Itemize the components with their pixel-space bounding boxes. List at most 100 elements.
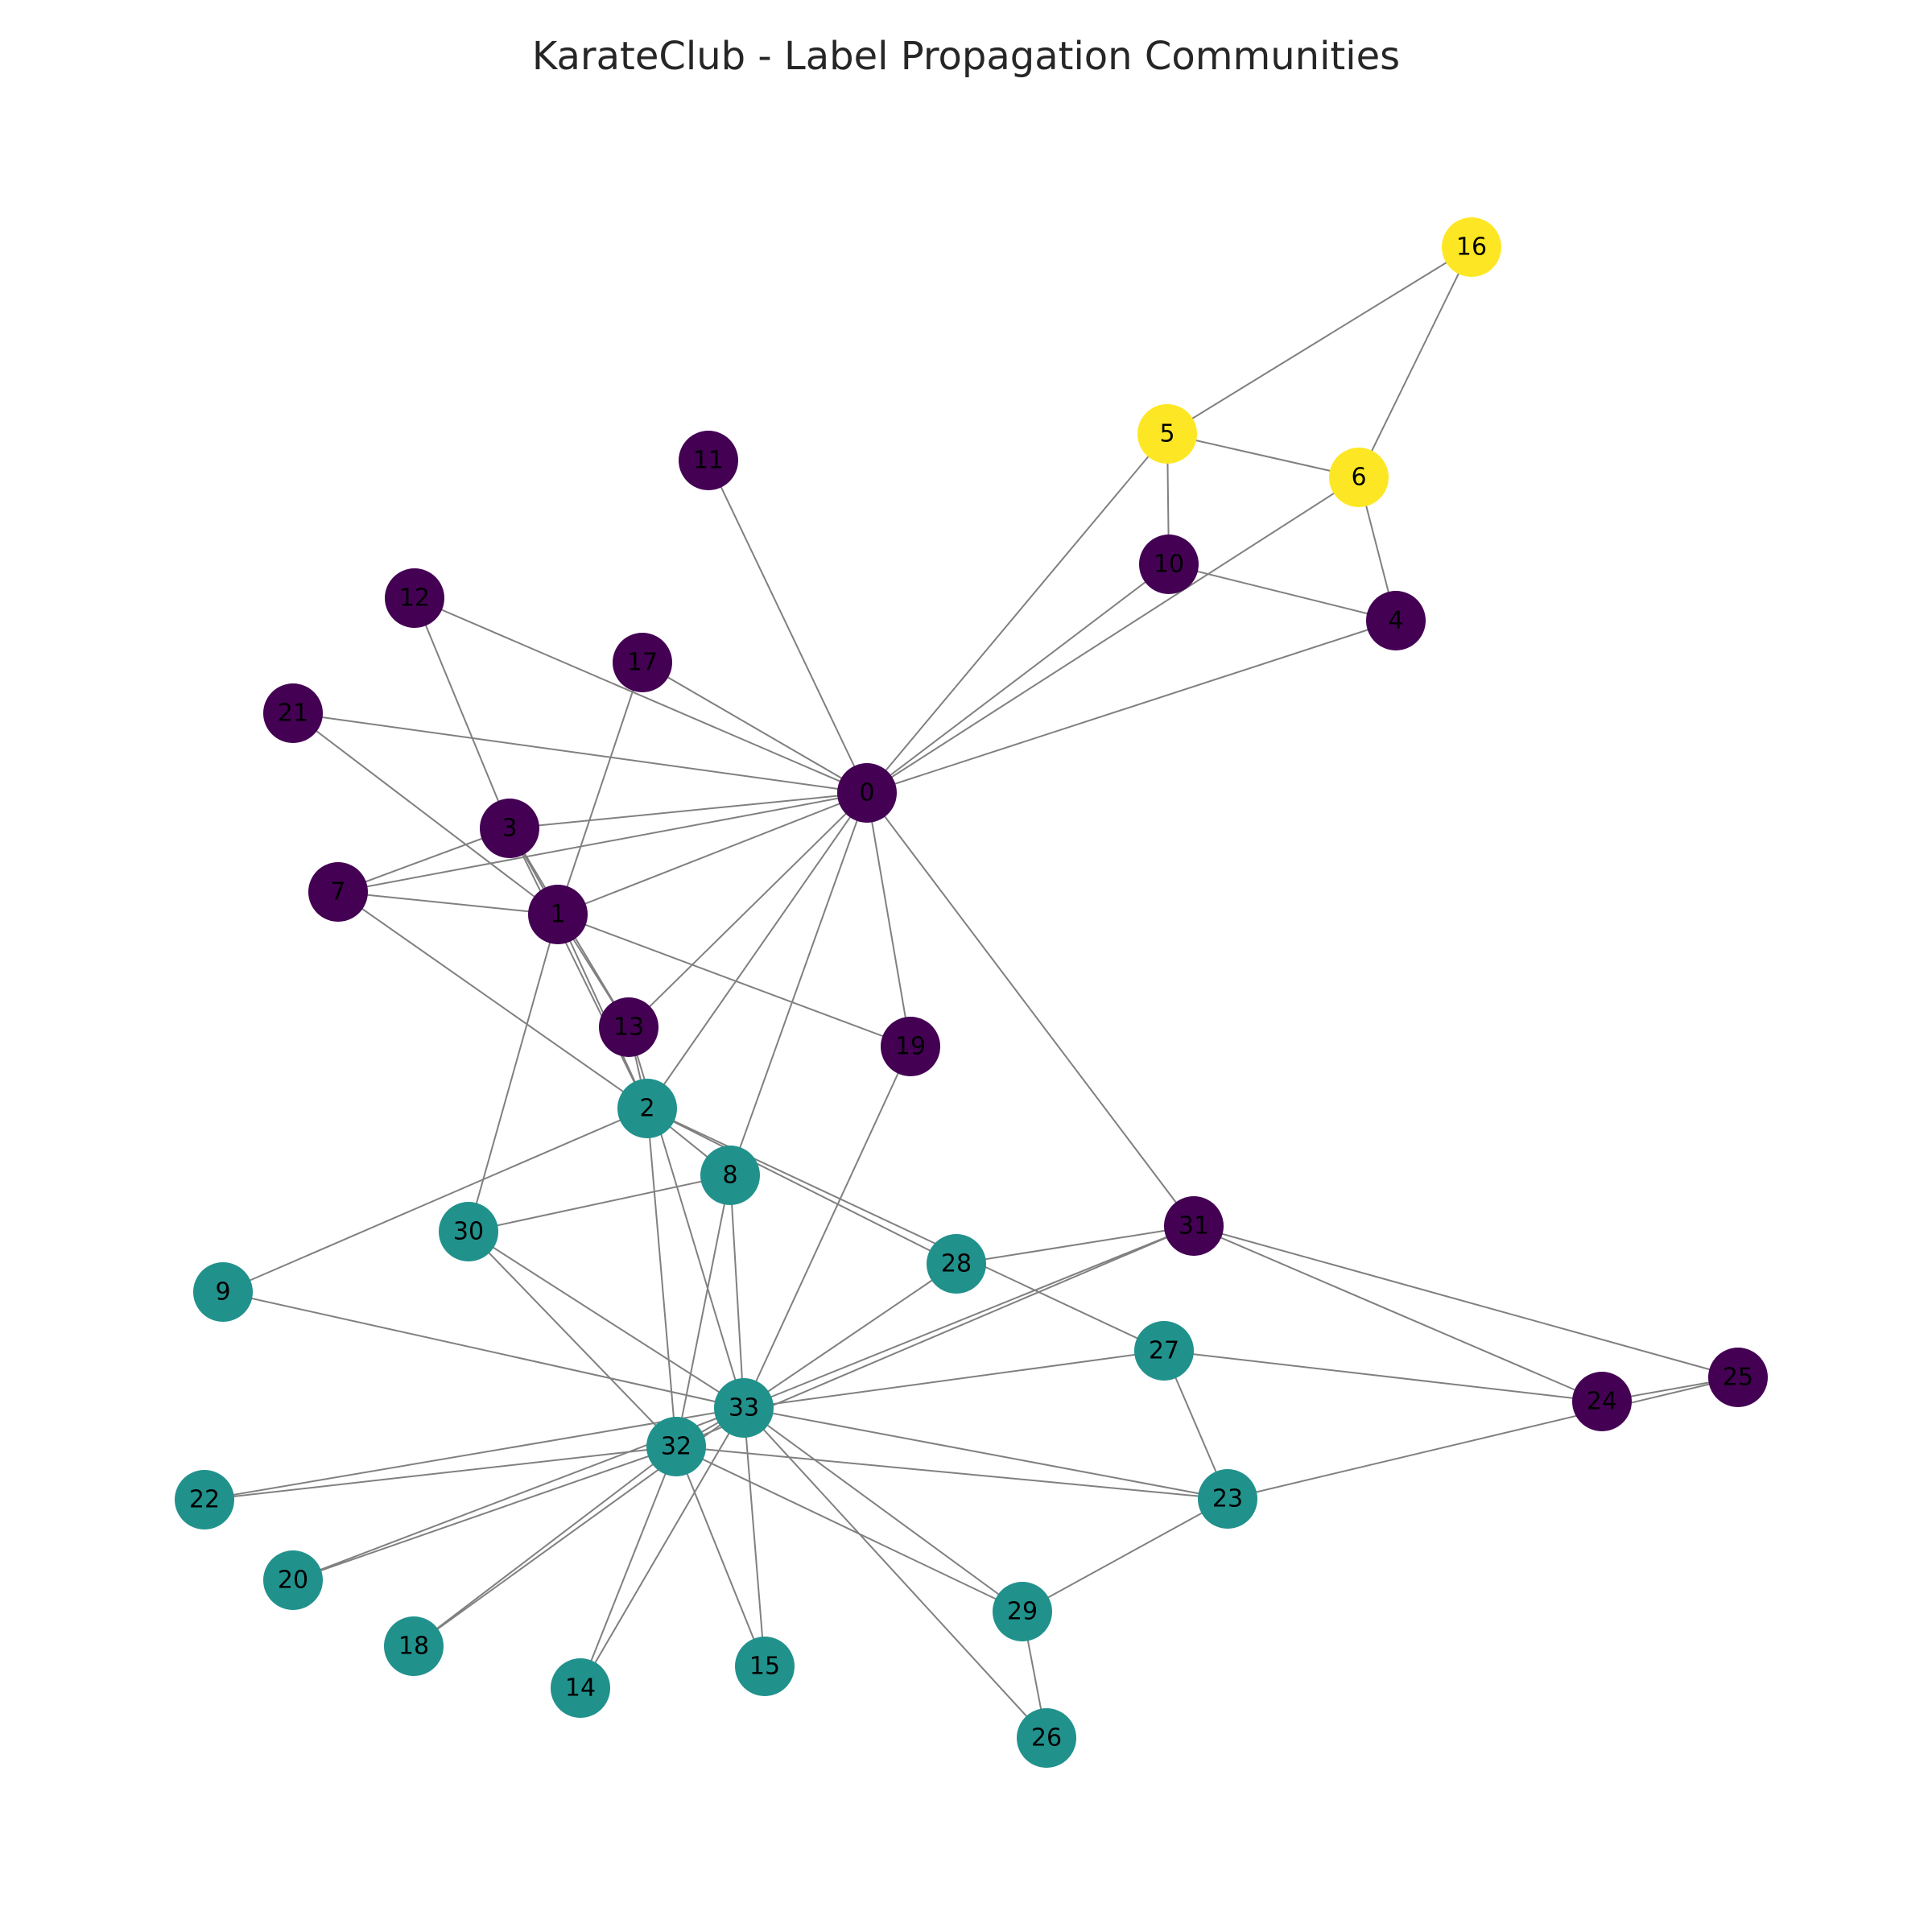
node-15[interactable]: 15	[735, 1637, 795, 1696]
node-circle-15[interactable]	[735, 1637, 795, 1696]
node-circle-9[interactable]	[193, 1262, 253, 1322]
node-label-3: 3	[502, 815, 517, 843]
edge-31-33	[743, 1225, 1195, 1409]
node-13[interactable]: 13	[599, 997, 658, 1057]
edge-23-32	[675, 1446, 1228, 1500]
node-circle-21[interactable]	[263, 683, 323, 743]
edge-23-25	[1227, 1377, 1739, 1500]
node-2[interactable]: 2	[617, 1079, 677, 1138]
node-circle-12[interactable]	[385, 568, 444, 628]
edge-2-27	[646, 1108, 1165, 1352]
node-circle-31[interactable]	[1164, 1196, 1224, 1256]
edge-0-1	[557, 792, 868, 915]
node-31[interactable]: 31	[1164, 1196, 1224, 1256]
node-circle-11[interactable]	[679, 431, 738, 490]
node-circle-20[interactable]	[263, 1550, 323, 1610]
node-label-29: 29	[1007, 1598, 1038, 1626]
node-17[interactable]: 17	[613, 633, 672, 692]
edge-28-33	[743, 1263, 957, 1409]
node-3[interactable]: 3	[480, 799, 539, 858]
node-circle-30[interactable]	[439, 1202, 498, 1261]
node-circle-26[interactable]	[1017, 1708, 1076, 1768]
node-label-9: 9	[215, 1278, 230, 1307]
node-circle-24[interactable]	[1572, 1372, 1632, 1431]
node-circle-13[interactable]	[599, 997, 658, 1057]
node-circle-16[interactable]	[1442, 217, 1501, 277]
node-circle-27[interactable]	[1134, 1321, 1194, 1381]
node-label-6: 6	[1351, 464, 1366, 492]
node-23[interactable]: 23	[1198, 1469, 1257, 1529]
node-circle-1[interactable]	[528, 885, 588, 944]
node-18[interactable]: 18	[384, 1616, 444, 1676]
edge-2-7	[337, 891, 648, 1109]
node-circle-5[interactable]	[1137, 404, 1197, 464]
node-20[interactable]: 20	[263, 1550, 323, 1610]
node-label-16: 16	[1456, 233, 1487, 262]
node-32[interactable]: 32	[646, 1417, 706, 1476]
node-label-10: 10	[1154, 551, 1184, 579]
node-label-15: 15	[749, 1653, 780, 1681]
node-24[interactable]: 24	[1572, 1372, 1632, 1431]
node-19[interactable]: 19	[881, 1017, 940, 1076]
node-30[interactable]: 30	[439, 1202, 498, 1261]
edge-2-9	[222, 1108, 648, 1293]
node-circle-7[interactable]	[308, 862, 368, 922]
node-circle-29[interactable]	[993, 1582, 1052, 1641]
node-circle-22[interactable]	[175, 1470, 234, 1530]
node-0[interactable]: 0	[837, 763, 897, 823]
node-21[interactable]: 21	[263, 683, 323, 743]
node-26[interactable]: 26	[1017, 1708, 1076, 1768]
edge-5-6	[1166, 433, 1360, 478]
node-circle-8[interactable]	[700, 1146, 760, 1205]
edge-2-32	[646, 1108, 677, 1447]
node-7[interactable]: 7	[308, 862, 368, 922]
node-25[interactable]: 25	[1708, 1348, 1768, 1407]
node-8[interactable]: 8	[700, 1146, 760, 1205]
node-16[interactable]: 16	[1442, 217, 1501, 277]
node-14[interactable]: 14	[551, 1658, 610, 1718]
edge-1-21	[292, 712, 559, 915]
node-label-2: 2	[639, 1095, 654, 1123]
node-27[interactable]: 27	[1134, 1321, 1194, 1381]
edge-30-33	[468, 1231, 745, 1409]
node-6[interactable]: 6	[1329, 448, 1389, 507]
node-label-7: 7	[330, 878, 345, 906]
node-12[interactable]: 12	[385, 568, 444, 628]
node-5[interactable]: 5	[1137, 404, 1197, 464]
edge-15-32	[675, 1446, 766, 1667]
node-circle-28[interactable]	[927, 1234, 986, 1294]
node-circle-2[interactable]	[617, 1079, 677, 1138]
edge-0-11	[708, 460, 868, 794]
edge-3-7	[337, 828, 510, 893]
node-circle-0[interactable]	[837, 763, 897, 823]
node-circle-19[interactable]	[881, 1017, 940, 1076]
node-circle-4[interactable]	[1366, 591, 1426, 650]
edge-0-17	[642, 662, 868, 794]
node-33[interactable]: 33	[714, 1378, 774, 1438]
node-22[interactable]: 22	[175, 1470, 234, 1530]
edge-0-7	[337, 792, 868, 893]
node-circle-33[interactable]	[714, 1378, 774, 1438]
chart-title: KarateClub - Label Propagation Communiti…	[531, 34, 1401, 79]
node-11[interactable]: 11	[679, 431, 738, 490]
node-29[interactable]: 29	[993, 1582, 1052, 1641]
node-circle-25[interactable]	[1708, 1348, 1768, 1407]
node-circle-32[interactable]	[646, 1417, 706, 1476]
node-circle-17[interactable]	[613, 633, 672, 692]
node-circle-10[interactable]	[1139, 535, 1199, 594]
node-label-27: 27	[1149, 1337, 1179, 1365]
node-10[interactable]: 10	[1139, 535, 1199, 594]
edge-26-33	[743, 1407, 1047, 1739]
node-circle-14[interactable]	[551, 1658, 610, 1718]
node-circle-3[interactable]	[480, 799, 539, 858]
node-circle-23[interactable]	[1198, 1469, 1257, 1529]
node-label-28: 28	[941, 1250, 972, 1278]
node-circle-6[interactable]	[1329, 448, 1389, 507]
node-4[interactable]: 4	[1366, 591, 1426, 650]
node-9[interactable]: 9	[193, 1262, 253, 1322]
node-28[interactable]: 28	[927, 1234, 986, 1294]
edge-24-31	[1193, 1225, 1603, 1402]
node-circle-18[interactable]	[384, 1616, 444, 1676]
node-1[interactable]: 1	[528, 885, 588, 944]
